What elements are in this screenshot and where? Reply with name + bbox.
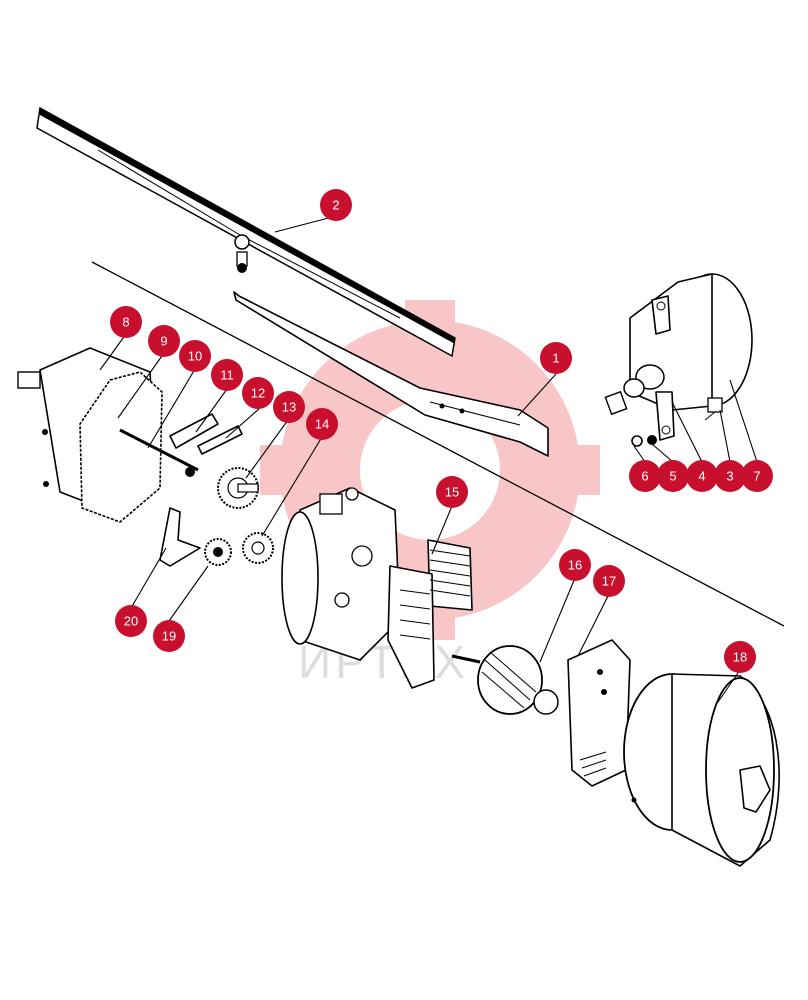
- svg-text:7: 7: [753, 469, 760, 484]
- callout-19: 19: [153, 620, 185, 652]
- divider-line: [91, 261, 785, 627]
- callout-8: 8: [110, 306, 142, 338]
- svg-text:20: 20: [124, 614, 138, 629]
- callout-20: 20: [115, 605, 147, 637]
- svg-text:17: 17: [602, 574, 616, 589]
- svg-text:12: 12: [251, 386, 265, 401]
- svg-text:15: 15: [445, 485, 459, 500]
- svg-text:2: 2: [332, 198, 339, 213]
- callout-6: 6: [629, 460, 661, 492]
- shaft: [119, 428, 199, 472]
- svg-text:14: 14: [315, 417, 329, 432]
- svg-text:10: 10: [188, 349, 202, 364]
- callout-18: 18: [724, 641, 756, 673]
- callout-3: 3: [714, 460, 746, 492]
- svg-text:5: 5: [669, 469, 676, 484]
- callout-17: 17: [593, 565, 625, 597]
- svg-text:9: 9: [160, 334, 167, 349]
- callout-10: 10: [179, 340, 211, 372]
- svg-text:6: 6: [641, 469, 648, 484]
- svg-text:18: 18: [733, 650, 747, 665]
- motor-can: [623, 673, 780, 867]
- svg-text:8: 8: [122, 315, 129, 330]
- svg-text:13: 13: [282, 400, 296, 415]
- wiper-blade: [36, 106, 456, 358]
- callout-13: 13: [273, 391, 305, 423]
- brush-holder: [567, 639, 631, 787]
- wiper-arm: [233, 291, 549, 457]
- callout-1: 1: [540, 342, 572, 374]
- callout-15: 15: [436, 476, 468, 508]
- support-plate: [159, 507, 201, 567]
- armature: [451, 645, 559, 715]
- svg-text:16: 16: [568, 558, 582, 573]
- gear-housing: [281, 487, 401, 661]
- callout-14: 14: [306, 408, 338, 440]
- svg-text:4: 4: [698, 469, 705, 484]
- svg-text:3: 3: [726, 469, 733, 484]
- callout-11: 11: [211, 359, 243, 391]
- callout-5: 5: [657, 460, 689, 492]
- motor-assembly: [604, 273, 753, 447]
- callout-2: 2: [320, 189, 352, 221]
- callout-7: 7: [741, 460, 773, 492]
- gear-large: [217, 467, 259, 509]
- gear-small: [242, 532, 274, 564]
- callout-4: 4: [686, 460, 718, 492]
- callout-9: 9: [148, 325, 180, 357]
- pinion-gear: [204, 538, 232, 566]
- field-coil: [387, 539, 473, 689]
- leader-lines: [99, 215, 758, 703]
- gasket: [79, 371, 163, 523]
- svg-text:1: 1: [552, 351, 559, 366]
- svg-text:11: 11: [220, 368, 234, 383]
- link-bracket: [169, 413, 243, 477]
- svg-text:19: 19: [162, 629, 176, 644]
- callout-16: 16: [559, 549, 591, 581]
- callout-12: 12: [242, 377, 274, 409]
